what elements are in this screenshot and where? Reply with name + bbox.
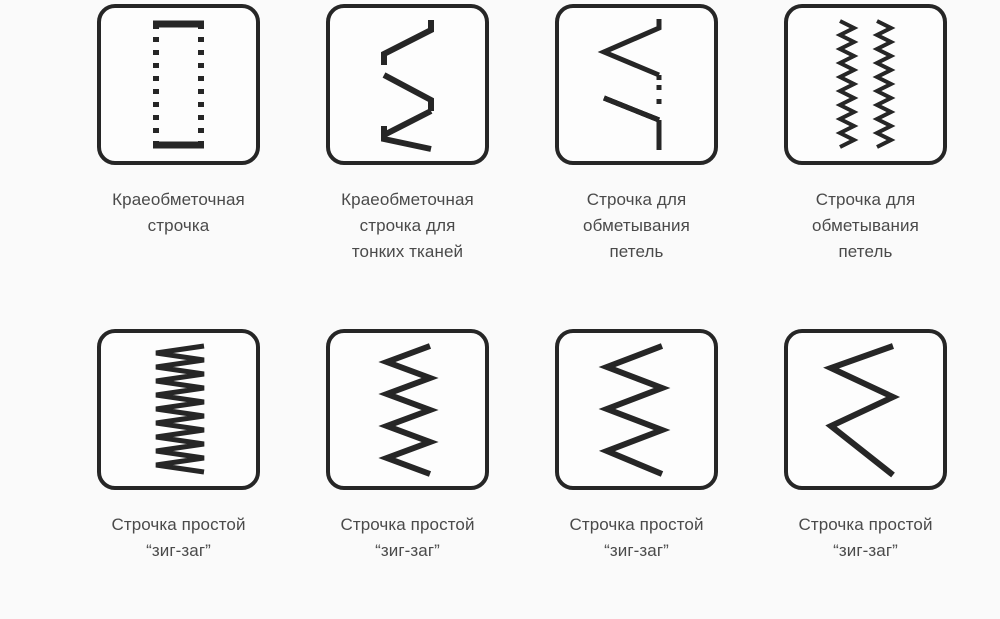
stitch-row-bottom: Строчка простой “зиг-заг” Строчка просто… bbox=[0, 329, 1000, 619]
stitch-caption: Строчка простой “зиг-заг” bbox=[340, 515, 475, 560]
stitch-caption: Строчка простой “зиг-заг” bbox=[798, 515, 933, 560]
wide-zigzag-dashed-stitch-icon bbox=[597, 19, 662, 150]
stitch-caption: Строчка для обметывания петель bbox=[812, 190, 919, 261]
stitch-card-overlock-stitch-thin-fabrics[interactable]: Краеобметочная строчка для тонких тканей bbox=[293, 4, 522, 329]
stitch-tile[interactable] bbox=[555, 329, 718, 490]
stitch-card-simple-zigzag-4[interactable]: Строчка простой “зиг-заг” bbox=[751, 329, 980, 619]
stitch-card-simple-zigzag-2[interactable]: Строчка простой “зиг-заг” bbox=[293, 329, 522, 619]
stitch-tile[interactable] bbox=[326, 329, 489, 490]
stitch-card-simple-zigzag-1[interactable]: Строчка простой “зиг-заг” bbox=[64, 329, 293, 619]
wide-zigzag-stitch-icon bbox=[823, 343, 901, 478]
stitch-caption: Краеобметочная строчка bbox=[112, 190, 245, 235]
stitch-card-buttonhole-stitch-1[interactable]: Строчка для обметывания петель bbox=[522, 4, 751, 329]
stitch-caption: Краеобметочная строчка для тонких тканей bbox=[341, 190, 474, 261]
stitch-card-simple-zigzag-3[interactable]: Строчка простой “зиг-заг” bbox=[522, 329, 751, 619]
medium-zigzag-stitch-icon bbox=[378, 343, 439, 477]
dense-zigzag-stitch-icon bbox=[155, 343, 205, 475]
stitch-tile[interactable] bbox=[784, 4, 947, 165]
stitch-caption: Строчка для обметывания петель bbox=[583, 190, 690, 261]
stitch-caption: Строчка простой “зиг-заг” bbox=[569, 515, 704, 560]
stitch-tile[interactable] bbox=[97, 4, 260, 165]
stitch-tile[interactable] bbox=[555, 4, 718, 165]
stitch-card-overlock-stitch[interactable]: Краеобметочная строчка bbox=[64, 4, 293, 329]
dashed-zigzag-stitch-icon bbox=[381, 20, 434, 152]
double-dense-zigzag-stitch-icon bbox=[835, 19, 896, 149]
dashed-rectangle-stitch-icon bbox=[153, 20, 204, 149]
loose-zigzag-stitch-icon bbox=[598, 343, 671, 477]
stitch-caption: Строчка простой “зиг-заг” bbox=[111, 515, 246, 560]
stitch-tile[interactable] bbox=[326, 4, 489, 165]
stitch-tile[interactable] bbox=[97, 329, 260, 490]
stitch-row-top: Краеобметочная строчка Краеобметочная ст… bbox=[0, 4, 1000, 329]
stitch-card-buttonhole-stitch-2[interactable]: Строчка для обметывания петель bbox=[751, 4, 980, 329]
stitch-tile[interactable] bbox=[784, 329, 947, 490]
